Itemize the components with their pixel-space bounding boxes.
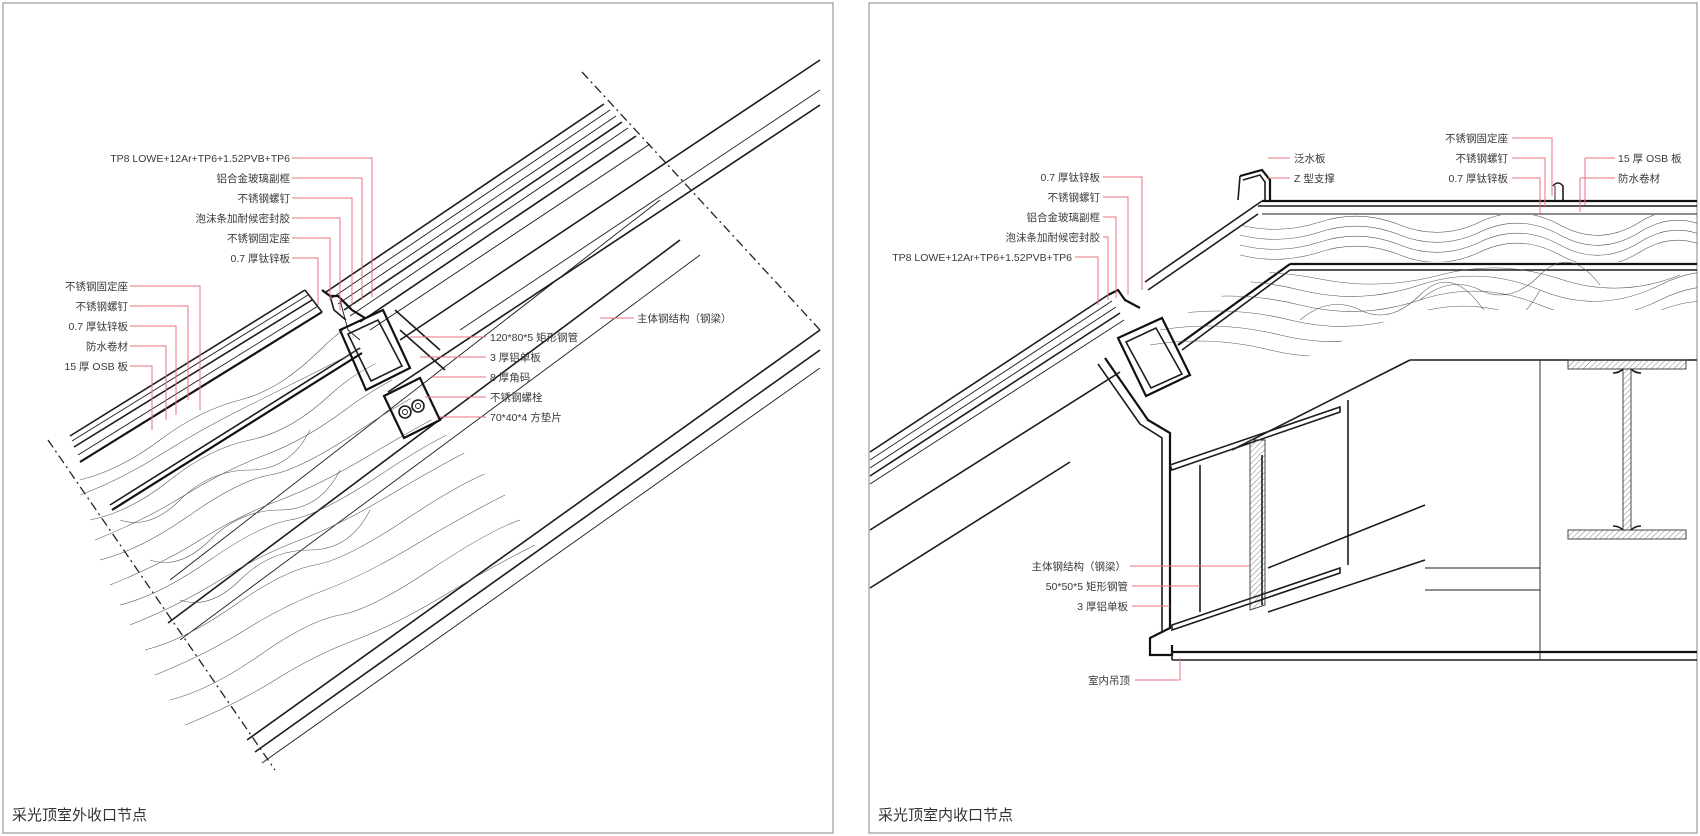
- angle-bracket: [382, 376, 442, 440]
- caption-right: 采光顶室内收口节点: [878, 807, 1013, 824]
- tube-right: [1107, 288, 1192, 398]
- label-glass-subframe: 铝合金玻璃副框: [217, 172, 291, 185]
- leaders-right: [1075, 137, 1615, 681]
- label-r-ceiling: 室内吊顶: [1088, 674, 1130, 687]
- label-ss-screw: 不锈钢螺钉: [238, 192, 291, 205]
- ceiling: [1171, 650, 1697, 661]
- label-glass-spec: TP8 LOWE+12Ar+TP6+1.52PVB+TP6: [110, 153, 290, 165]
- panel-frame-left: [2, 2, 834, 834]
- panel-exterior-node: TP8 LOWE+12Ar+TP6+1.52PVB+TP6 铝合金玻璃副框 不锈…: [2, 2, 834, 834]
- ibeam-right: [1567, 359, 1687, 540]
- label-r-foam: 泡沫条加耐候密封胶: [1006, 231, 1101, 244]
- label-washer: 70*40*4 方垫片: [490, 411, 562, 424]
- label-zinc-sheet-2: 0.7 厚钛锌板: [68, 320, 128, 333]
- glass-unit-right: [869, 294, 1125, 589]
- break-line-top: [581, 71, 821, 331]
- panel-interior-node: 0.7 厚钛锌板 不锈钢螺钉 铝合金玻璃副框 泡沫条加耐候密封胶 TP8 LOW…: [868, 2, 1698, 834]
- label-al-panel: 3 厚铝单板: [490, 351, 541, 364]
- label-zinc-sheet: 0.7 厚钛锌板: [230, 252, 290, 265]
- label-r-osb: 15 厚 OSB 板: [1618, 152, 1682, 165]
- al-panel-beam: [1097, 357, 1541, 660]
- glass-clip: [321, 289, 446, 371]
- label-r-screw: 不锈钢螺钉: [1048, 191, 1101, 204]
- label-tube-120: 120*80*5 矩形钢管: [490, 331, 578, 344]
- flashing: [1237, 168, 1564, 201]
- roof-layers-right: [1144, 199, 1697, 451]
- label-foam-sealant: 泡沫条加耐候密封胶: [196, 212, 291, 225]
- panel-frame-right: [868, 2, 1698, 834]
- label-angle: 8 厚角码: [490, 372, 530, 384]
- label-ss-bolt: 不锈钢螺栓: [490, 391, 543, 404]
- wood-grain-left: [80, 317, 536, 726]
- label-r-ss-seat: 不锈钢固定座: [1445, 132, 1508, 145]
- label-osb: 15 厚 OSB 板: [64, 360, 128, 373]
- osb-texture: [1240, 215, 1697, 262]
- label-r-al-panel: 3 厚铝单板: [1077, 600, 1128, 613]
- label-r-ss-screw: 不锈钢螺钉: [1456, 152, 1509, 165]
- label-flashing: 泛水板: [1294, 152, 1326, 165]
- label-ss-seat-2: 不锈钢固定座: [65, 280, 128, 293]
- labels-left-panel: TP8 LOWE+12Ar+TP6+1.52PVB+TP6 铝合金玻璃副框 不锈…: [64, 153, 731, 424]
- leaders-left: [130, 157, 634, 430]
- label-r-glass: TP8 LOWE+12Ar+TP6+1.52PVB+TP6: [892, 252, 1072, 264]
- label-waterproof: 防水卷材: [86, 340, 128, 353]
- labels-right-panel: 0.7 厚钛锌板 不锈钢螺钉 铝合金玻璃副框 泡沫条加耐候密封胶 TP8 LOW…: [892, 132, 1682, 687]
- label-ss-screw-2: 不锈钢螺钉: [76, 300, 129, 313]
- caption-left: 采光顶室外收口节点: [12, 807, 147, 824]
- label-r-zinc-top: 0.7 厚钛锌板: [1448, 172, 1508, 185]
- label-r-subframe: 铝合金玻璃副框: [1027, 211, 1101, 224]
- label-z-support: Z 型支撑: [1294, 172, 1335, 185]
- label-r-waterproof: 防水卷材: [1618, 172, 1660, 185]
- label-r-tube-50: 50*50*5 矩形钢管: [1046, 580, 1128, 593]
- label-ss-seat: 不锈钢固定座: [227, 232, 290, 245]
- tube-120x80: [338, 308, 412, 392]
- label-r-zinc: 0.7 厚钛锌板: [1040, 171, 1100, 184]
- label-main-steel: 主体钢结构（钢梁）: [637, 312, 732, 325]
- steel-beam: [167, 59, 821, 764]
- label-r-main-steel: 主体钢结构（钢梁）: [1032, 560, 1127, 573]
